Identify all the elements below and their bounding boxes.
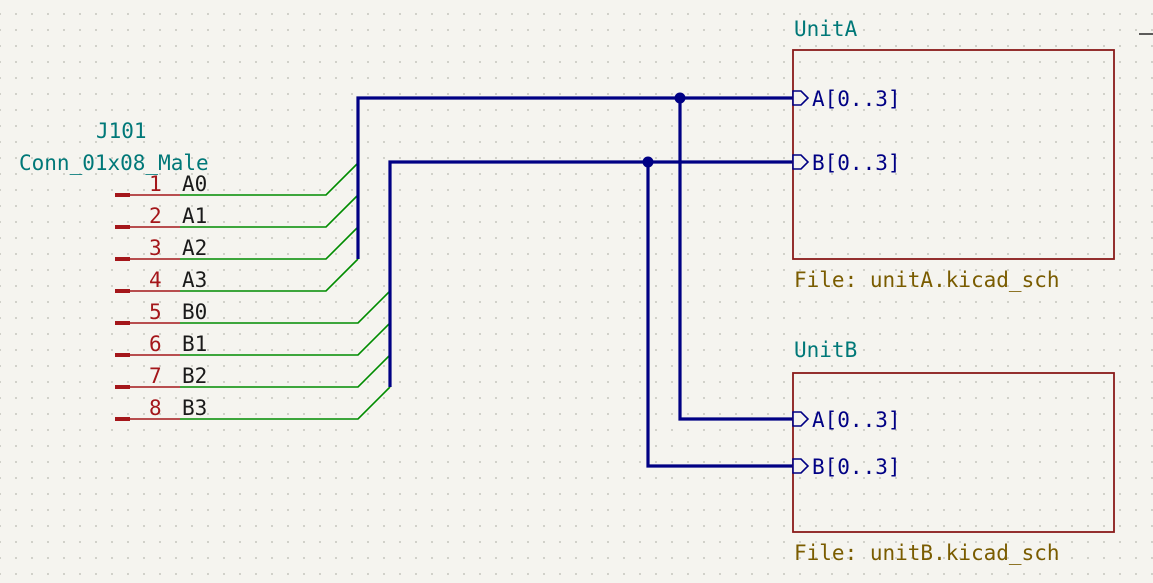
sheet-pin-label: B[0..3] [812, 455, 901, 479]
pin-number: 2 [149, 204, 162, 228]
bus-a-to-unitb[interactable] [678, 98, 793, 421]
hier-pin-flag-icon [792, 90, 810, 106]
connector-pin-7[interactable]: 7 B2 [115, 364, 207, 389]
wire-a1[interactable] [180, 194, 359, 228]
pin-name: A1 [182, 204, 207, 228]
pin-number: 4 [149, 268, 162, 292]
connector-reference: J101 [96, 119, 147, 143]
pin-number: 5 [149, 300, 162, 324]
bus-b[interactable] [388, 160, 793, 387]
wire-b1[interactable] [180, 322, 391, 356]
bus-a[interactable] [356, 96, 793, 259]
sheet-name: UnitA [794, 17, 858, 41]
hier-pin-flag-icon [792, 154, 810, 170]
sheet-pin-b[interactable]: B[0..3] [792, 151, 901, 175]
sheet-pin-label: B[0..3] [812, 151, 901, 175]
pin-name: A3 [182, 268, 207, 292]
sheet-unita[interactable]: UnitA A[0..3] B[0..3] File: unitA.kicad_… [792, 17, 1115, 292]
wire-a2[interactable] [180, 226, 359, 260]
sheet-file: File: unitB.kicad_sch [794, 541, 1060, 565]
bus-b-to-unitb[interactable] [646, 162, 793, 468]
wire-a0[interactable] [180, 162, 359, 196]
wire-a3[interactable] [180, 258, 359, 292]
connector-pin-6[interactable]: 6 B1 [115, 332, 207, 357]
wire-b3[interactable] [180, 386, 391, 420]
sheet-file: File: unitA.kicad_sch [794, 268, 1060, 292]
junction-dot [674, 92, 686, 104]
pin-name: A2 [182, 236, 207, 260]
connector-pin-5[interactable]: 5 B0 [115, 300, 207, 325]
pin-number: 8 [149, 396, 162, 420]
pin-name: B1 [182, 332, 207, 356]
pin-name: A0 [182, 172, 207, 196]
pin-number: 7 [149, 364, 162, 388]
pin-number: 1 [149, 172, 162, 196]
sheet-pin-label: A[0..3] [812, 87, 901, 111]
pin-name: B3 [182, 396, 207, 420]
sheet-pin-a[interactable]: A[0..3] [792, 408, 901, 432]
pin-number: 6 [149, 332, 162, 356]
wire-b2[interactable] [180, 354, 391, 388]
connector-pin-4[interactable]: 4 A3 [115, 268, 207, 293]
connector-pin-1[interactable]: 1 A0 [115, 172, 207, 197]
sheet-pin-label: A[0..3] [812, 408, 901, 432]
connector-j101[interactable]: J101 Conn_01x08_Male 1 A0 2 A1 3 A2 4 [19, 119, 209, 421]
junction-dot [642, 156, 654, 168]
buses[interactable] [356, 92, 793, 468]
sheet-pin-b[interactable]: B[0..3] [792, 455, 901, 479]
pin-name: B0 [182, 300, 207, 324]
sheet-border[interactable] [792, 372, 1115, 533]
hier-pin-flag-icon [792, 411, 810, 427]
sheet-name: UnitB [794, 338, 857, 362]
sheet-unitb[interactable]: UnitB A[0..3] B[0..3] File: unitB.kicad_… [792, 338, 1115, 565]
connector-pin-2[interactable]: 2 A1 [115, 204, 207, 229]
connector-value: Conn_01x08_Male [19, 151, 209, 175]
wire-b0[interactable] [180, 290, 391, 324]
sheet-pin-a[interactable]: A[0..3] [792, 87, 901, 111]
connector-pin-8[interactable]: 8 B3 [115, 396, 207, 421]
hier-pin-flag-icon [792, 458, 810, 474]
connector-pin-3[interactable]: 3 A2 [115, 236, 207, 261]
pin-number: 3 [149, 236, 162, 260]
pin-name: B2 [182, 364, 207, 388]
wires[interactable] [180, 162, 391, 420]
